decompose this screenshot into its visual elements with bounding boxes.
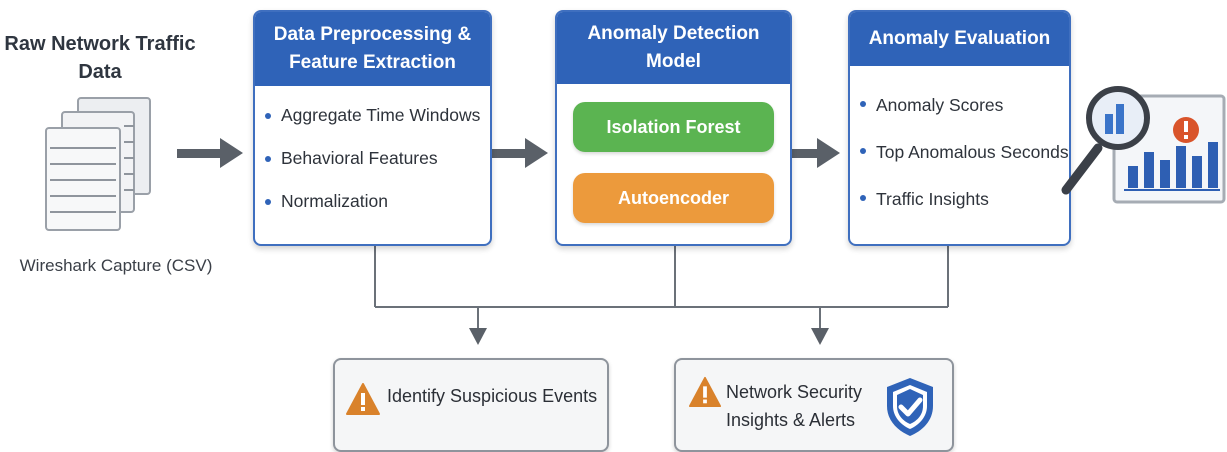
preprocessing-stage-box: Data Preprocessing & Feature Extraction …	[253, 10, 492, 246]
suspicious-events-label: Identify Suspicious Events	[387, 386, 598, 406]
network-insights-line1: Network Security	[726, 382, 863, 402]
network-insights-line2: Insights & Alerts	[726, 410, 856, 430]
raw-data-title: Raw Network Traffic Data	[0, 30, 200, 86]
evaluation-list: Anomaly Scores Top Anomalous Seconds Tra…	[850, 66, 1069, 223]
evaluation-stage-box: Anomaly Evaluation Anomaly Scores Top An…	[848, 10, 1071, 246]
network-insights-box: Network Security Insights & Alerts	[674, 358, 954, 452]
suspicious-events-box: Identify Suspicious Events	[333, 358, 609, 452]
warning-icon	[345, 382, 381, 416]
document-stack-icon	[42, 96, 160, 236]
list-item: Anomaly Scores	[850, 82, 1069, 129]
model-stage-header: Anomaly Detection Model	[557, 12, 790, 84]
list-item: Aggregate Time Windows	[255, 94, 490, 137]
model-title-line1: Anomaly Detection	[587, 23, 760, 44]
preprocessing-stage-header: Data Preprocessing & Feature Extraction	[255, 12, 490, 86]
preprocessing-title-line2: Feature Extraction	[289, 52, 456, 73]
raw-data-title-line2: Data	[78, 61, 122, 83]
list-item: Top Anomalous Seconds	[850, 129, 1069, 176]
model-title-line2: Model	[646, 51, 701, 72]
preprocessing-list: Aggregate Time Windows Behavioral Featur…	[255, 86, 490, 223]
warning-icon	[688, 376, 722, 408]
raw-data-title-line1: Raw Network Traffic	[4, 33, 196, 55]
preprocessing-title-line1: Data Preprocessing &	[273, 24, 472, 45]
list-item: Behavioral Features	[255, 137, 490, 180]
autoencoder-pill: Autoencoder	[573, 173, 774, 223]
model-stage-box: Anomaly Detection Model Isolation Forest…	[555, 10, 792, 246]
isolation-forest-pill: Isolation Forest	[573, 102, 774, 152]
list-item: Traffic Insights	[850, 176, 1069, 223]
list-item: Normalization	[255, 180, 490, 223]
shield-check-icon	[884, 376, 936, 438]
evaluation-stage-header: Anomaly Evaluation	[850, 12, 1069, 66]
evaluation-title: Anomaly Evaluation	[868, 28, 1051, 49]
magnifier-chart-icon	[1058, 86, 1227, 206]
network-insights-label: Network Security Insights & Alerts	[726, 378, 862, 434]
raw-data-caption: Wireshark Capture (CSV)	[19, 256, 213, 275]
